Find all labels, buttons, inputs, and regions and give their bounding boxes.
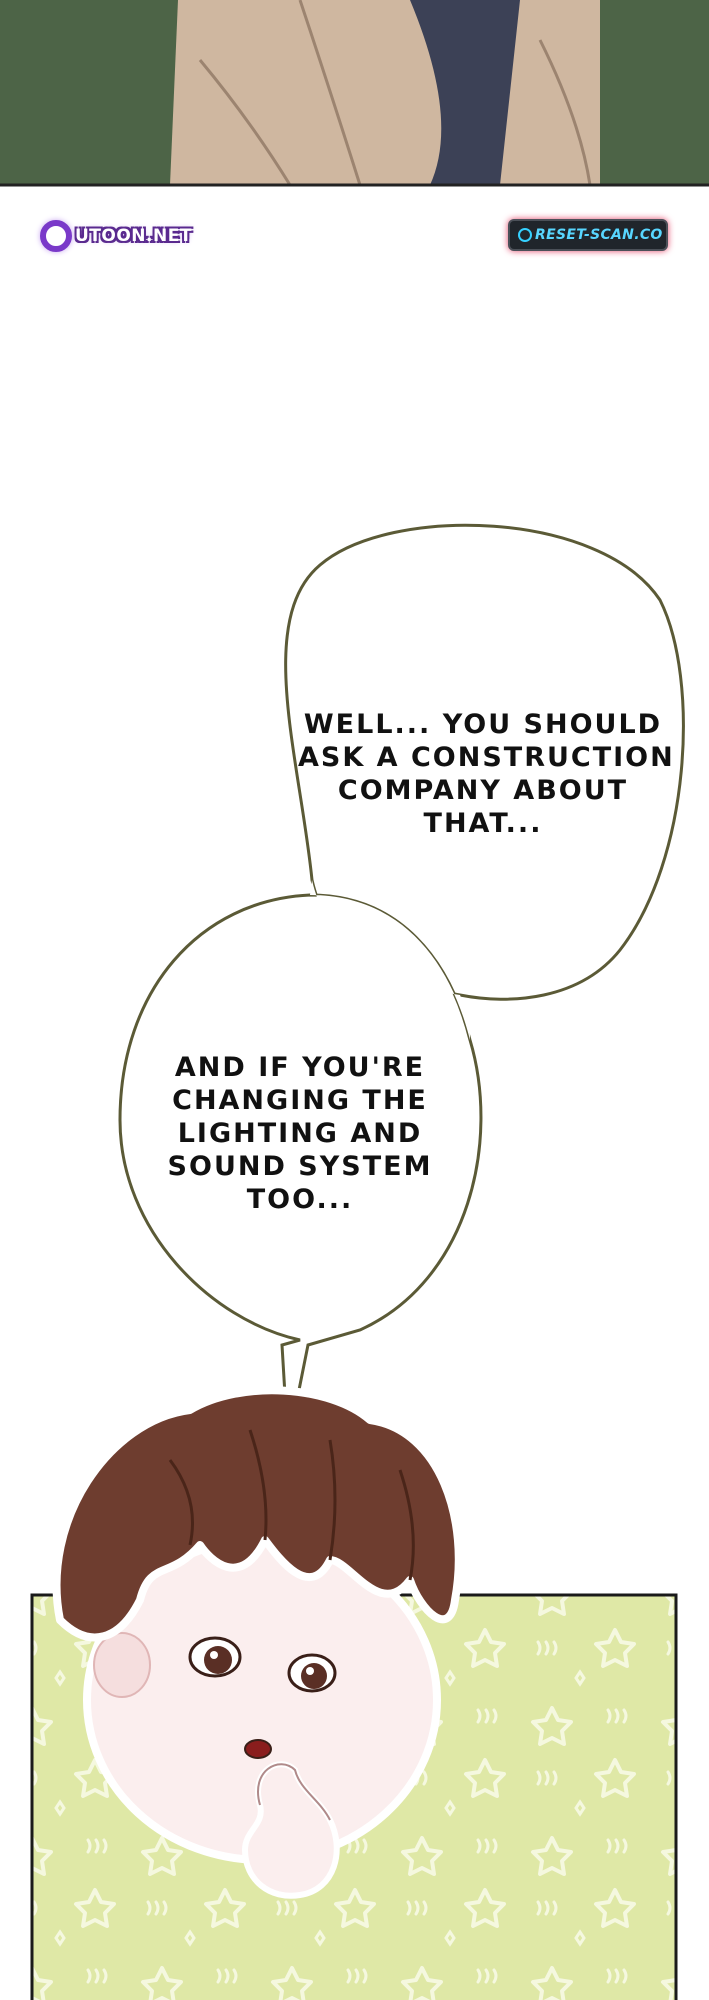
reset-scan-circle-icon xyxy=(518,228,532,242)
hand-outline xyxy=(257,1763,331,1821)
bubble-bottom-line: LIGHTING AND xyxy=(177,1118,423,1149)
utoon-logo-text: UTOON.NET xyxy=(75,226,192,246)
coat-fold xyxy=(198,0,592,186)
utoon-logo: UTOON.NET xyxy=(40,217,192,255)
reset-scan-logo-text: RESET-SCAN.CO xyxy=(535,227,663,243)
utoon-ring-icon xyxy=(40,220,72,252)
coat-shape xyxy=(170,0,600,185)
hair-strands xyxy=(168,1429,415,1581)
bubble-merge xyxy=(310,880,470,1040)
bubble-bottom-line: AND IF YOU'RE xyxy=(174,1052,426,1083)
bubble-bottom-line: SOUND SYSTEM xyxy=(167,1151,433,1182)
bubble-top-line: THAT... xyxy=(423,808,543,839)
left-pupil xyxy=(204,1646,232,1674)
left-eye-shine xyxy=(210,1651,218,1659)
character-hair xyxy=(52,1386,463,1642)
bubble-bottom-line: CHANGING THE xyxy=(172,1085,428,1116)
reset-scan-logo: RESET-SCAN.CO xyxy=(508,219,668,251)
bubble-top-line: WELL... YOU SHOULD xyxy=(303,709,663,740)
right-eye-shine xyxy=(306,1667,314,1675)
chibi-character xyxy=(52,1386,463,1899)
right-pupil xyxy=(301,1663,327,1689)
shirt-shape xyxy=(410,0,520,185)
top-panel xyxy=(0,0,709,187)
bubble-top-text: WELL... YOU SHOULD ASK A CONSTRUCTION CO… xyxy=(298,708,675,840)
bubble-bottom-line: TOO... xyxy=(246,1184,354,1215)
character-mouth xyxy=(244,1739,272,1759)
bubble-top-line: COMPANY ABOUT xyxy=(337,775,629,806)
bubble-bottom-text: AND IF YOU'RE CHANGING THE LIGHTING AND … xyxy=(155,1051,445,1216)
character-ear xyxy=(93,1632,151,1698)
bubble-top-line: ASK A CONSTRUCTION xyxy=(298,742,675,773)
